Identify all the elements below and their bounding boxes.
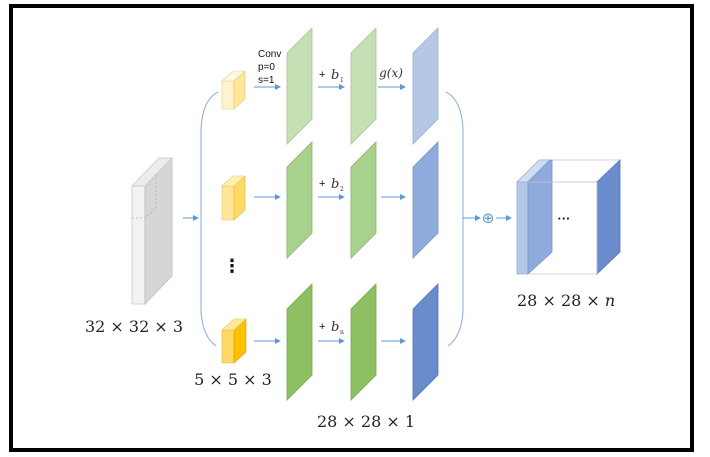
bias-label-1: + b 1 (319, 68, 344, 84)
svg-text:+: + (319, 321, 325, 333)
svg-text:n: n (340, 329, 344, 336)
feature-map-label: 28 × 28 × 1 (317, 412, 415, 431)
output-volume (516, 159, 621, 275)
right-bracket (445, 91, 464, 347)
svg-text:b: b (331, 68, 339, 83)
conv-map-3 (286, 283, 313, 401)
svg-text:+: + (319, 69, 325, 81)
input-label: 32 × 32 × 3 (85, 317, 183, 336)
vertical-ellipsis: ⋮ (223, 256, 241, 276)
activated-map-3 (412, 283, 439, 401)
kernel-3 (221, 318, 247, 364)
kernel-2 (221, 175, 246, 221)
output-label: 28 × 28 × n (517, 291, 615, 310)
svg-text:+: + (319, 178, 325, 190)
conv-label: Conv (258, 49, 281, 60)
biased-map-2 (350, 141, 377, 259)
conv-map-2 (286, 141, 313, 259)
input-volume (131, 157, 173, 305)
output-label-n: n (605, 291, 615, 310)
svg-text:1: 1 (340, 77, 344, 84)
bias-label-n: + b n (319, 320, 344, 336)
activated-map-2 (412, 141, 439, 259)
biased-map-1 (350, 27, 377, 145)
activated-map-1 (412, 27, 439, 145)
conv-map-1 (286, 27, 313, 145)
bias-label-2: + b 2 (319, 177, 344, 193)
stride-label: s=1 (258, 75, 275, 86)
svg-text:b: b (331, 320, 339, 335)
output-label-dims: 28 × 28 × (517, 291, 605, 310)
output-ellipsis: ··· (558, 211, 571, 226)
svg-text:b: b (331, 177, 339, 192)
biased-map-3 (350, 283, 377, 401)
sum-symbol: ⊕ (482, 210, 495, 227)
left-bracket (200, 91, 219, 347)
kernel-1 (221, 70, 246, 110)
activation-label: g(x) (379, 66, 403, 80)
kernel-label: 5 × 5 × 3 (194, 370, 272, 389)
padding-label: p=0 (258, 62, 275, 73)
svg-text:2: 2 (340, 186, 344, 193)
